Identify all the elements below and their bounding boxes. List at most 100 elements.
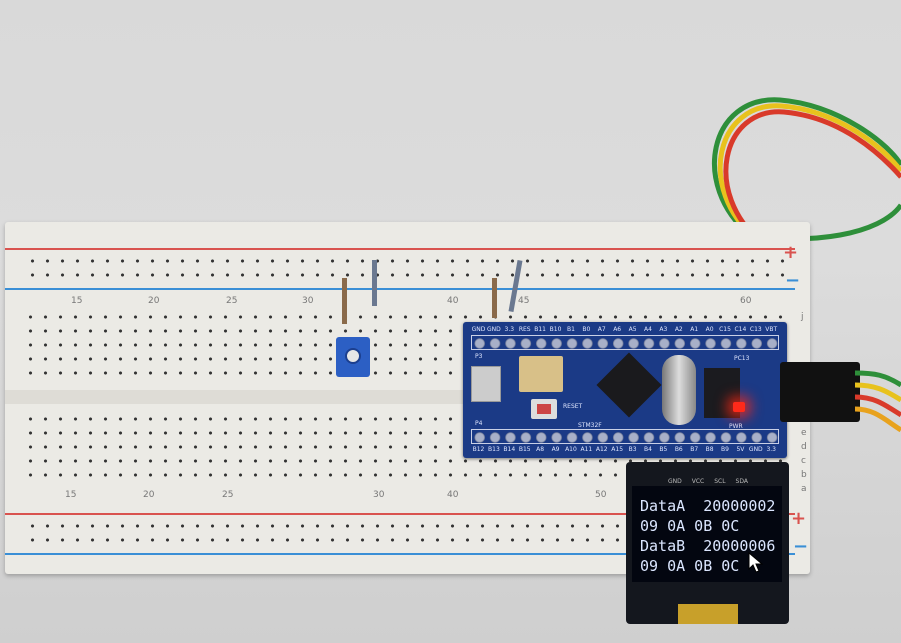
- pin-label: B13: [488, 446, 500, 453]
- pin-label: GND: [487, 326, 501, 333]
- potentiometer[interactable]: [336, 337, 370, 377]
- pin-label: 5V: [736, 446, 745, 453]
- pin-label: GND: [748, 446, 763, 453]
- column-number: 15: [65, 490, 77, 500]
- boot-jumpers[interactable]: [519, 356, 563, 392]
- pin-label: RES: [518, 326, 531, 333]
- jumper-wire: [372, 260, 377, 306]
- pin-label: C13: [749, 326, 762, 333]
- pin-label: A1: [690, 326, 699, 333]
- oled-pin: SDA: [735, 478, 748, 485]
- label-p3: P3: [475, 353, 483, 360]
- pin-label: A4: [644, 326, 652, 333]
- pin-label: GND: [471, 326, 486, 333]
- row-letter: j: [801, 312, 804, 322]
- pin-label: C14: [734, 326, 747, 333]
- pin-label: A7: [597, 326, 606, 333]
- pin-label: A6: [613, 326, 622, 333]
- pin-label: B7: [690, 446, 699, 453]
- rail-blue-bottom: [5, 553, 795, 555]
- label-pwr: PWR: [729, 423, 743, 430]
- pin-label: B14: [503, 446, 516, 453]
- power-rail-holes-top: [25, 254, 785, 284]
- jumper-wire: [492, 278, 497, 318]
- pin-label: B10: [549, 326, 562, 333]
- row-letter: c: [801, 456, 806, 466]
- rail-red-top: [5, 248, 795, 250]
- bottom-pin-header: [471, 429, 779, 444]
- pin-label: B0: [582, 326, 591, 333]
- rail-red-bottom: [5, 513, 795, 515]
- pin-label: A8: [536, 446, 545, 453]
- mouse-cursor-icon: [748, 552, 764, 573]
- pin-label: A2: [674, 326, 683, 333]
- column-number: 20: [148, 296, 160, 306]
- oled-line: DataB 20000006: [640, 537, 776, 555]
- label-chip: STM32F: [578, 422, 602, 429]
- connector-wires: [855, 370, 901, 433]
- ribbon-wire-loop: [712, 97, 901, 245]
- pin-label: B6: [674, 446, 683, 453]
- column-number: 40: [447, 490, 459, 500]
- column-number: 45: [518, 296, 530, 306]
- pin-label: B3: [628, 446, 637, 453]
- pin-label: B4: [644, 446, 652, 453]
- pin-label: B11: [534, 326, 546, 333]
- pin-label: A10: [565, 446, 577, 453]
- row-letter: b: [801, 470, 807, 480]
- column-number: 30: [373, 490, 385, 500]
- jumper-wire: [342, 278, 347, 324]
- pin-label: A11: [580, 446, 593, 453]
- pin-label: 3.3: [766, 446, 776, 453]
- column-number: 25: [222, 490, 234, 500]
- pin-label: 3.3: [504, 326, 515, 333]
- column-number: 20: [143, 490, 155, 500]
- column-number: 60: [740, 296, 752, 306]
- pin-label: B5: [659, 446, 668, 453]
- plus-sign: +: [791, 508, 807, 529]
- label-pc13: PC13: [734, 355, 750, 362]
- oled-pin: VCC: [691, 478, 705, 485]
- usb-port[interactable]: [471, 366, 501, 402]
- crystal: [662, 355, 696, 425]
- reset-button[interactable]: [531, 399, 557, 419]
- oled-line: 09 0A 0B 0C: [640, 557, 740, 575]
- oled-line: 09 0A 0B 0C: [640, 517, 740, 535]
- label-p4: P4: [475, 420, 483, 427]
- pin-label: B8: [705, 446, 714, 453]
- power-led: [733, 402, 745, 412]
- pin-label: A5: [628, 326, 637, 333]
- row-letter: e: [801, 428, 807, 438]
- pin-label: A3: [659, 326, 668, 333]
- pin-label: C15: [719, 326, 731, 333]
- row-letter: d: [801, 442, 807, 452]
- column-number: 50: [595, 490, 607, 500]
- ribbon-flex: [678, 604, 738, 624]
- pin-label: VBT: [765, 326, 778, 333]
- pin-label: B9: [721, 446, 729, 453]
- pin-label: A0: [705, 326, 714, 333]
- minus-sign: −: [793, 536, 809, 557]
- column-number: 40: [447, 296, 459, 306]
- oled-pin-labels: GND VCC SCL SDA: [668, 478, 748, 485]
- column-number: 30: [302, 296, 314, 306]
- label-reset: RESET: [563, 403, 583, 410]
- pin-label: A15: [611, 446, 624, 453]
- top-pin-header: [471, 335, 779, 350]
- column-number: 25: [226, 296, 238, 306]
- column-number: 15: [71, 296, 83, 306]
- oled-line: DataA 20000002: [640, 497, 776, 515]
- oled-pin: SCL: [714, 478, 726, 485]
- pin-label: B15: [518, 446, 531, 453]
- plus-sign: +: [783, 242, 799, 263]
- minus-sign: −: [785, 270, 801, 291]
- pin-label: B1: [566, 326, 575, 333]
- connector-header: [780, 362, 860, 422]
- row-letter: a: [801, 484, 807, 494]
- pin-label: A12: [595, 446, 608, 453]
- pin-label: B12: [472, 446, 485, 453]
- rail-blue-top: [5, 288, 795, 290]
- oled-pin: GND: [668, 478, 682, 485]
